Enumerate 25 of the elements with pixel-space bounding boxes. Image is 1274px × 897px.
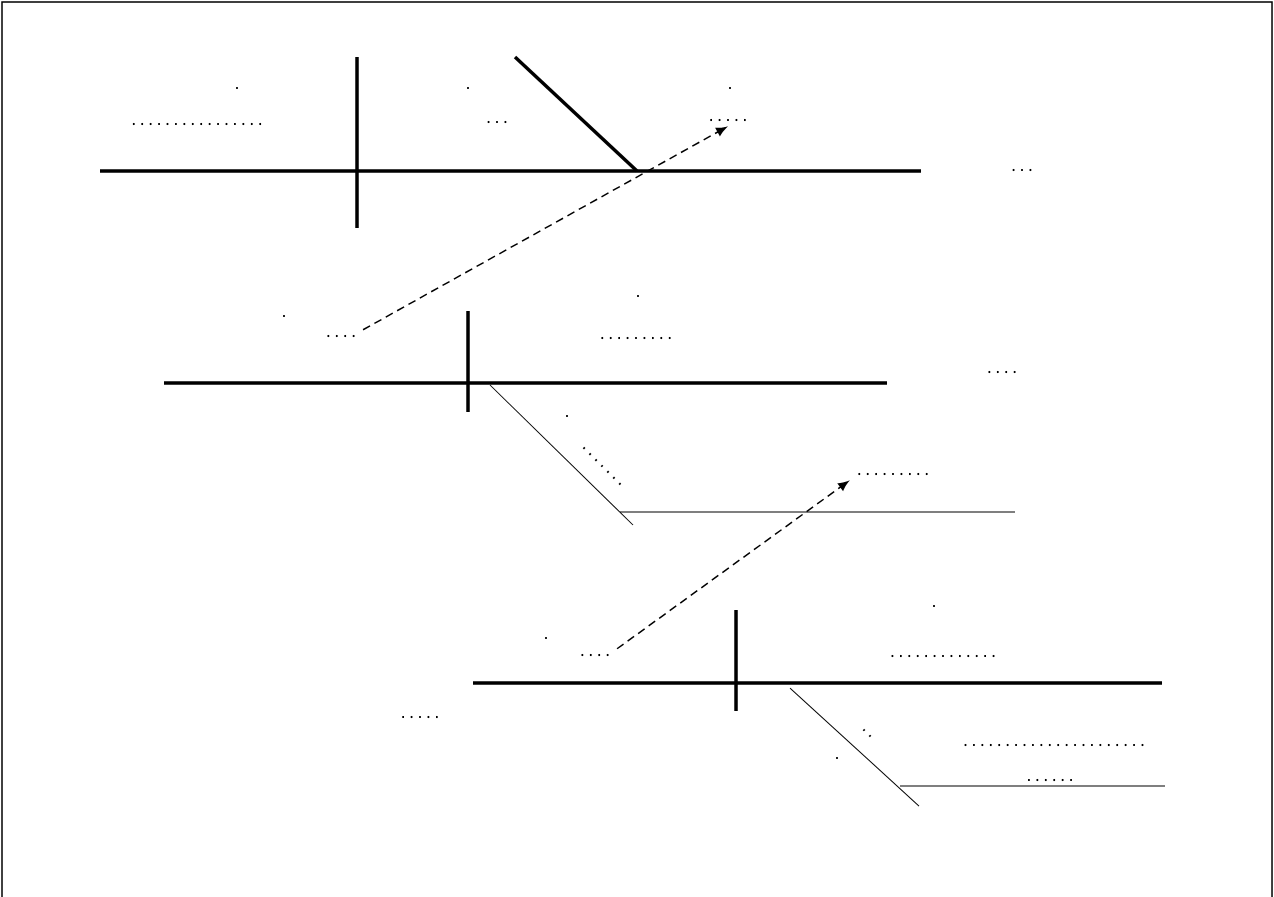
text-label: ..... [402, 715, 438, 719]
text-label: . [729, 86, 731, 90]
text-label: . [236, 86, 238, 90]
text-label: ... [1012, 168, 1032, 172]
text-label: . [566, 414, 568, 418]
text-label: ..... [710, 118, 746, 122]
text-label: ... [487, 120, 507, 124]
arrow [362, 126, 727, 331]
text-label: . [933, 604, 935, 608]
text-label: .. [862, 728, 872, 738]
text-label: . [836, 756, 838, 760]
text-label: . [283, 314, 285, 318]
text-label: ...... [1028, 778, 1072, 782]
text-label: ................ [132, 122, 262, 126]
text-label: ............. [891, 654, 995, 658]
text-label: .... [327, 334, 355, 338]
text-label: . [467, 86, 469, 90]
text-label: . [637, 294, 639, 298]
arrow [616, 481, 849, 650]
text-label: .... [581, 653, 609, 657]
text-label: ......... [858, 472, 928, 476]
text-label: .... [988, 370, 1016, 374]
text-label: . [545, 636, 547, 640]
text-label: ...................... [964, 743, 1144, 747]
text-label: ......... [601, 336, 671, 340]
